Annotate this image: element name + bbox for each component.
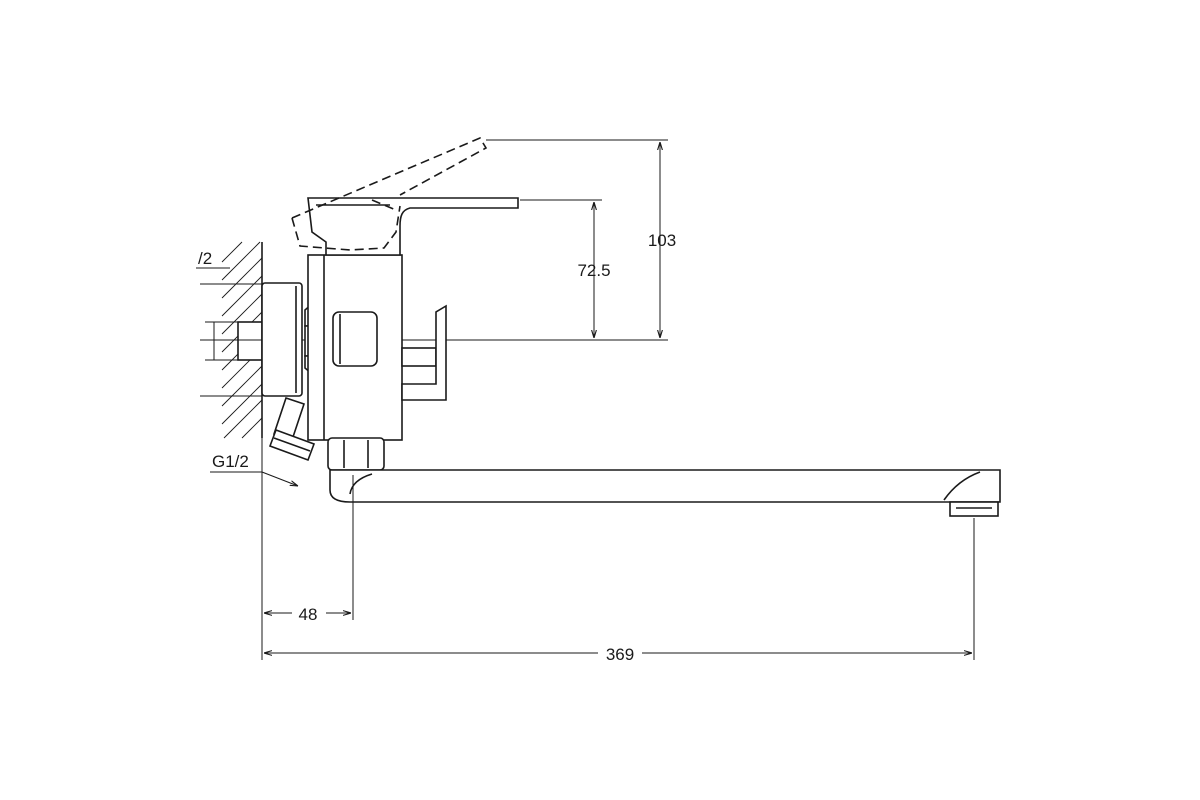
dimension-48: 48 <box>264 602 351 624</box>
inlet-fitting <box>268 396 316 462</box>
dimension-369: 369 <box>264 642 972 664</box>
mixer-body <box>307 254 403 441</box>
diverter-knob <box>401 304 447 401</box>
dimension-103-label: 103 <box>648 231 676 250</box>
thread-label-wall-text: /2 <box>198 249 212 268</box>
extension-lines <box>261 438 975 660</box>
dimension-72-5-label: 72.5 <box>577 261 610 280</box>
lever-handle-raised <box>291 136 488 251</box>
thread-label-inlet: G1/2 <box>210 452 298 486</box>
dimension-72-5: 72.5 <box>520 199 611 338</box>
wall-flange <box>261 282 303 397</box>
dimension-369-label: 369 <box>606 645 634 664</box>
dimension-48-label: 48 <box>299 605 318 624</box>
thread-label-inlet-text: G1/2 <box>212 452 249 471</box>
dimension-103: 103 <box>486 139 676 338</box>
spout <box>329 469 1001 517</box>
outlet-nut <box>327 437 385 471</box>
thread-label-wall: /2 <box>196 249 230 269</box>
lever-handle <box>307 197 519 256</box>
